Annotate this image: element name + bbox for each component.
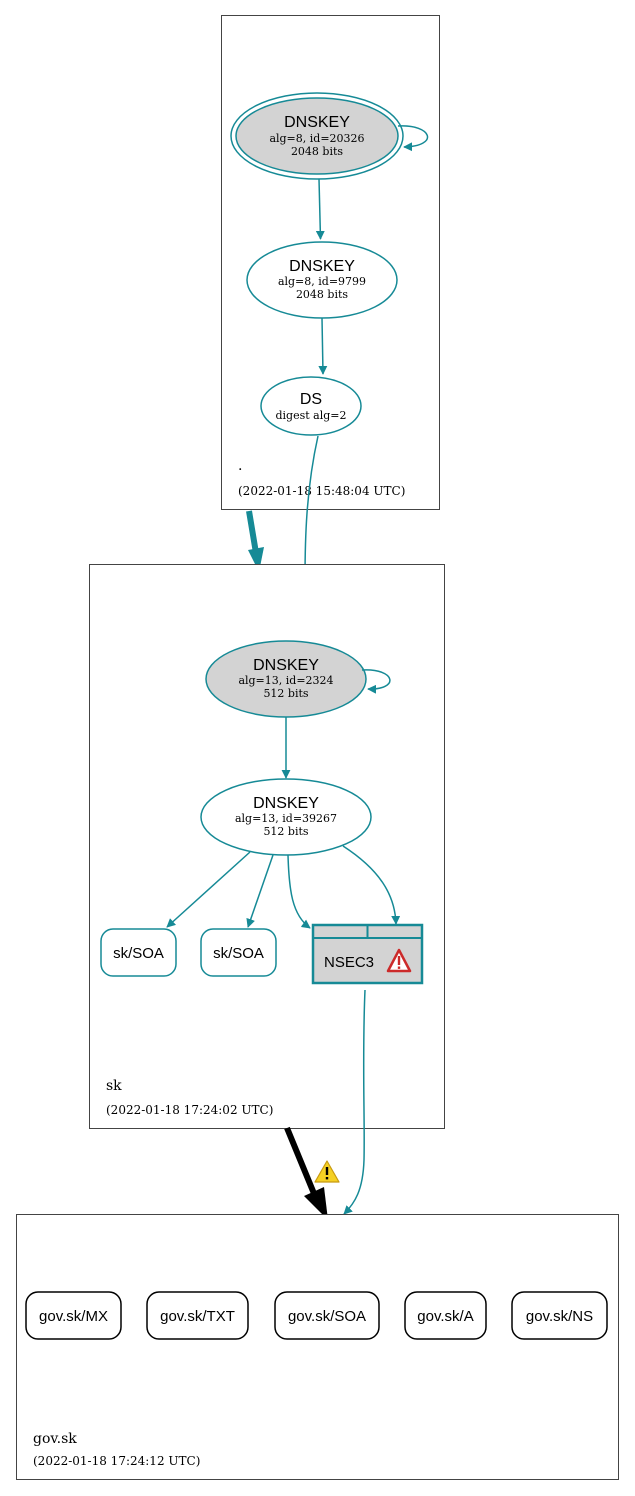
zone-govsk-box [16, 1214, 619, 1480]
govsk-record-ns[interactable]: gov.sk/NS [511, 1291, 608, 1340]
edge-sk-zsk-to-soa-2 [246, 854, 274, 928]
root-ksk-title: DNSKEY [284, 114, 350, 131]
govsk-a-box [404, 1291, 487, 1340]
govsk-soa-box [274, 1291, 380, 1340]
sk-zsk-alg: alg=13, id=39267 [235, 812, 337, 825]
ds-ellipse [260, 376, 362, 436]
sk-soa-2-label: sk/SOA [213, 945, 264, 962]
node-sk-soa-1[interactable]: sk/SOA [100, 928, 177, 977]
sk-ksk-bits: 512 bits [263, 687, 308, 700]
govsk-record-a[interactable]: gov.sk/A [404, 1291, 487, 1340]
warning-icon[interactable] [386, 948, 412, 973]
govsk-a-label: gov.sk/A [417, 1308, 473, 1325]
node-sk-soa-2[interactable]: sk/SOA [200, 928, 277, 977]
root-zsk-alg: alg=8, id=9799 [278, 275, 366, 288]
zone-govsk-name: gov.sk [33, 1431, 77, 1447]
delegation-sk-to-govsk [284, 1126, 328, 1220]
delegation-sk-govsk-arrowhead [304, 1187, 328, 1220]
delegation-root-to-sk [246, 510, 264, 572]
edge-nsec3-to-govsk [343, 989, 366, 1215]
root-ksk-ellipse [235, 97, 399, 175]
root-ksk-alg: alg=8, id=20326 [269, 132, 364, 145]
sk-soa-2-box [200, 928, 277, 977]
zone-root-timestamp: (2022-01-18 15:48:04 UTC) [238, 484, 405, 498]
delegation-warning-dot [325, 1177, 329, 1180]
govsk-ns-label: gov.sk/NS [526, 1308, 593, 1325]
edge-root-ksk-to-zsk [315, 178, 325, 240]
node-root-ksk[interactable]: DNSKEY alg=8, id=20326 2048 bits [230, 92, 404, 180]
zone-sk-timestamp: (2022-01-18 17:24:02 UTC) [106, 1103, 273, 1117]
root-ksk-bits: 2048 bits [291, 145, 343, 158]
govsk-txt-box [146, 1291, 249, 1340]
sk-soa-1-box [100, 928, 177, 977]
sk-zsk-bits: 512 bits [263, 825, 308, 838]
edge-sk-zsk-to-nsec3-b [342, 845, 401, 925]
edge-sk-ksk-self [361, 669, 391, 694]
delegation-warning-bang [325, 1167, 329, 1175]
zone-govsk: gov.sk (2022-01-18 17:24:12 UTC) [16, 1214, 619, 1480]
govsk-record-soa[interactable]: gov.sk/SOA [274, 1291, 380, 1340]
sk-zsk-title: DNSKEY [253, 795, 319, 812]
nsec3-warning-dot [397, 966, 401, 969]
nsec3-warning-bang [397, 956, 401, 965]
sk-zsk-ellipse [200, 778, 372, 856]
govsk-records: gov.sk/MX gov.sk/TXT gov.sk/SOA gov.sk/A… [25, 1291, 608, 1340]
zone-govsk-timestamp: (2022-01-18 17:24:12 UTC) [33, 1454, 200, 1468]
root-ksk-outer-ring [230, 92, 404, 180]
govsk-mx-label: gov.sk/MX [39, 1308, 108, 1325]
root-zsk-title: DNSKEY [289, 258, 355, 275]
govsk-ns-box [511, 1291, 608, 1340]
root-zsk-bits: 2048 bits [296, 288, 348, 301]
edge-root-zsk-to-ds [318, 317, 328, 375]
zone-sk-name: sk [106, 1078, 122, 1094]
ds-digest: digest alg=2 [275, 409, 346, 422]
nsec3-label: NSEC3 [324, 954, 374, 971]
govsk-mx-box [25, 1291, 122, 1340]
edge-sk-zsk-to-nsec3-a [287, 854, 311, 929]
node-sk-zsk[interactable]: DNSKEY alg=13, id=39267 512 bits [200, 778, 372, 856]
sk-ksk-title: DNSKEY [253, 657, 319, 674]
govsk-soa-label: gov.sk/SOA [288, 1308, 366, 1325]
govsk-record-mx[interactable]: gov.sk/MX [25, 1291, 122, 1340]
sk-ksk-alg: alg=13, id=2324 [238, 674, 333, 687]
sk-soa-1-label: sk/SOA [113, 945, 164, 962]
warning-icon[interactable] [314, 1160, 340, 1183]
govsk-record-txt[interactable]: gov.sk/TXT [146, 1291, 249, 1340]
node-sk-ksk[interactable]: DNSKEY alg=13, id=2324 512 bits [205, 640, 367, 718]
node-root-zsk[interactable]: DNSKEY alg=8, id=9799 2048 bits [246, 241, 398, 319]
zone-root-name: . [238, 458, 242, 474]
edge-sk-zsk-to-soa-1 [166, 851, 251, 928]
govsk-txt-label: gov.sk/TXT [160, 1308, 235, 1325]
delegation-sk-govsk-line [284, 1126, 318, 1198]
edge-root-ksk-self [397, 125, 428, 152]
delegation-root-sk-line [246, 510, 259, 554]
ds-title: DS [300, 391, 322, 408]
node-sk-ds[interactable]: DS digest alg=2 [260, 376, 362, 436]
node-sk-nsec3[interactable]: NSEC3 [311, 923, 424, 985]
